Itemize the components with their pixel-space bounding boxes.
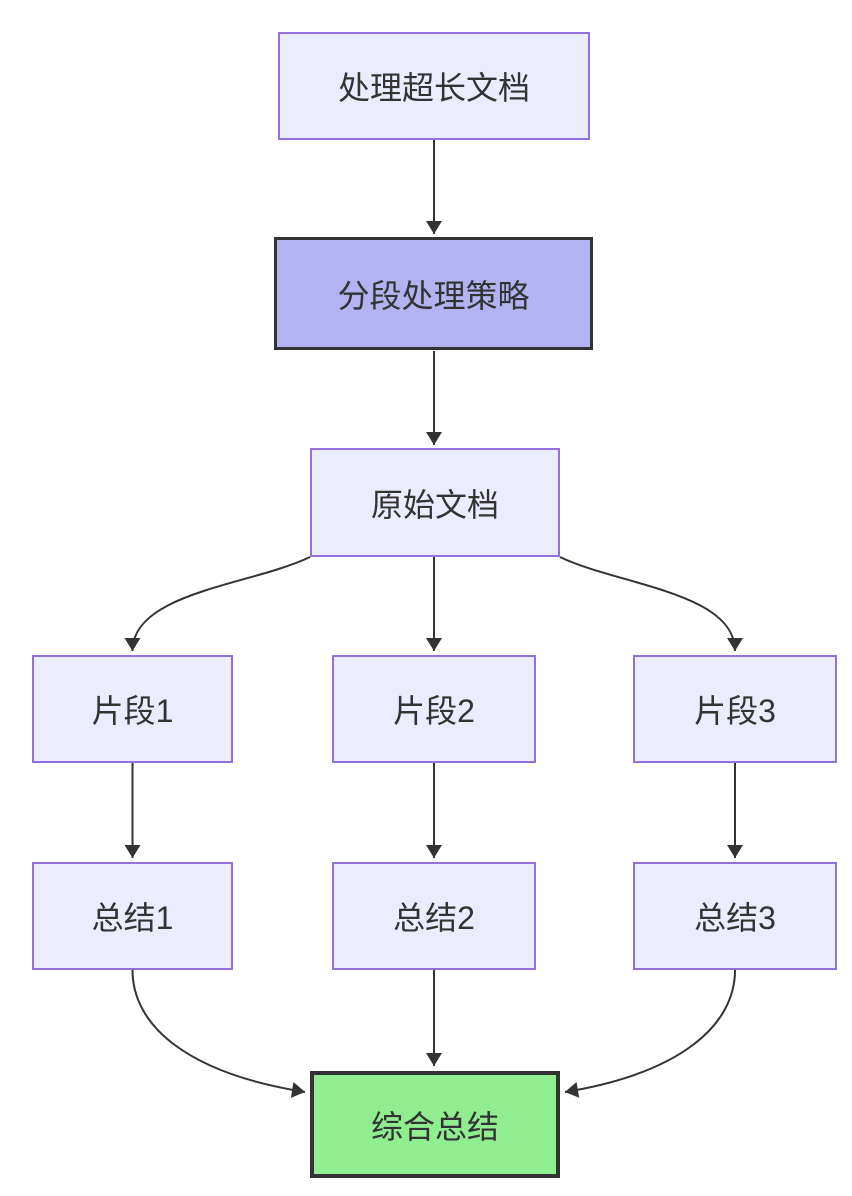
- node-fragment-2: 片段2: [332, 655, 536, 763]
- node-original-document: 原始文档: [310, 448, 560, 557]
- node-label: 处理超长文档: [337, 70, 530, 106]
- node-label: 片段1: [91, 693, 174, 729]
- node-process-long-document: 处理超长文档: [278, 32, 590, 140]
- node-fragment-1: 片段1: [32, 655, 233, 763]
- edge-c-to-d3: [559, 556, 743, 652]
- node-segmentation-strategy: 分段处理策略: [274, 237, 593, 350]
- edge-e3-to-f: [564, 969, 736, 1098]
- node-label: 总结2: [393, 900, 475, 936]
- node-final-summary: 综合总结: [310, 1071, 560, 1178]
- node-fragment-3: 片段3: [633, 655, 837, 763]
- node-label: 片段2: [393, 693, 475, 729]
- node-label: 原始文档: [370, 486, 499, 523]
- node-summary-3: 总结3: [633, 862, 837, 970]
- node-summary-2: 总结2: [332, 862, 536, 970]
- edge-e1-to-f: [131, 969, 306, 1098]
- node-label: 总结3: [694, 900, 776, 936]
- node-label: 片段3: [694, 693, 776, 729]
- node-label: 综合总结: [370, 1108, 499, 1145]
- node-label: 分段处理策略: [337, 277, 530, 314]
- node-label: 总结1: [91, 900, 174, 936]
- node-summary-1: 总结1: [32, 862, 233, 970]
- edge-c-to-d1: [124, 556, 311, 652]
